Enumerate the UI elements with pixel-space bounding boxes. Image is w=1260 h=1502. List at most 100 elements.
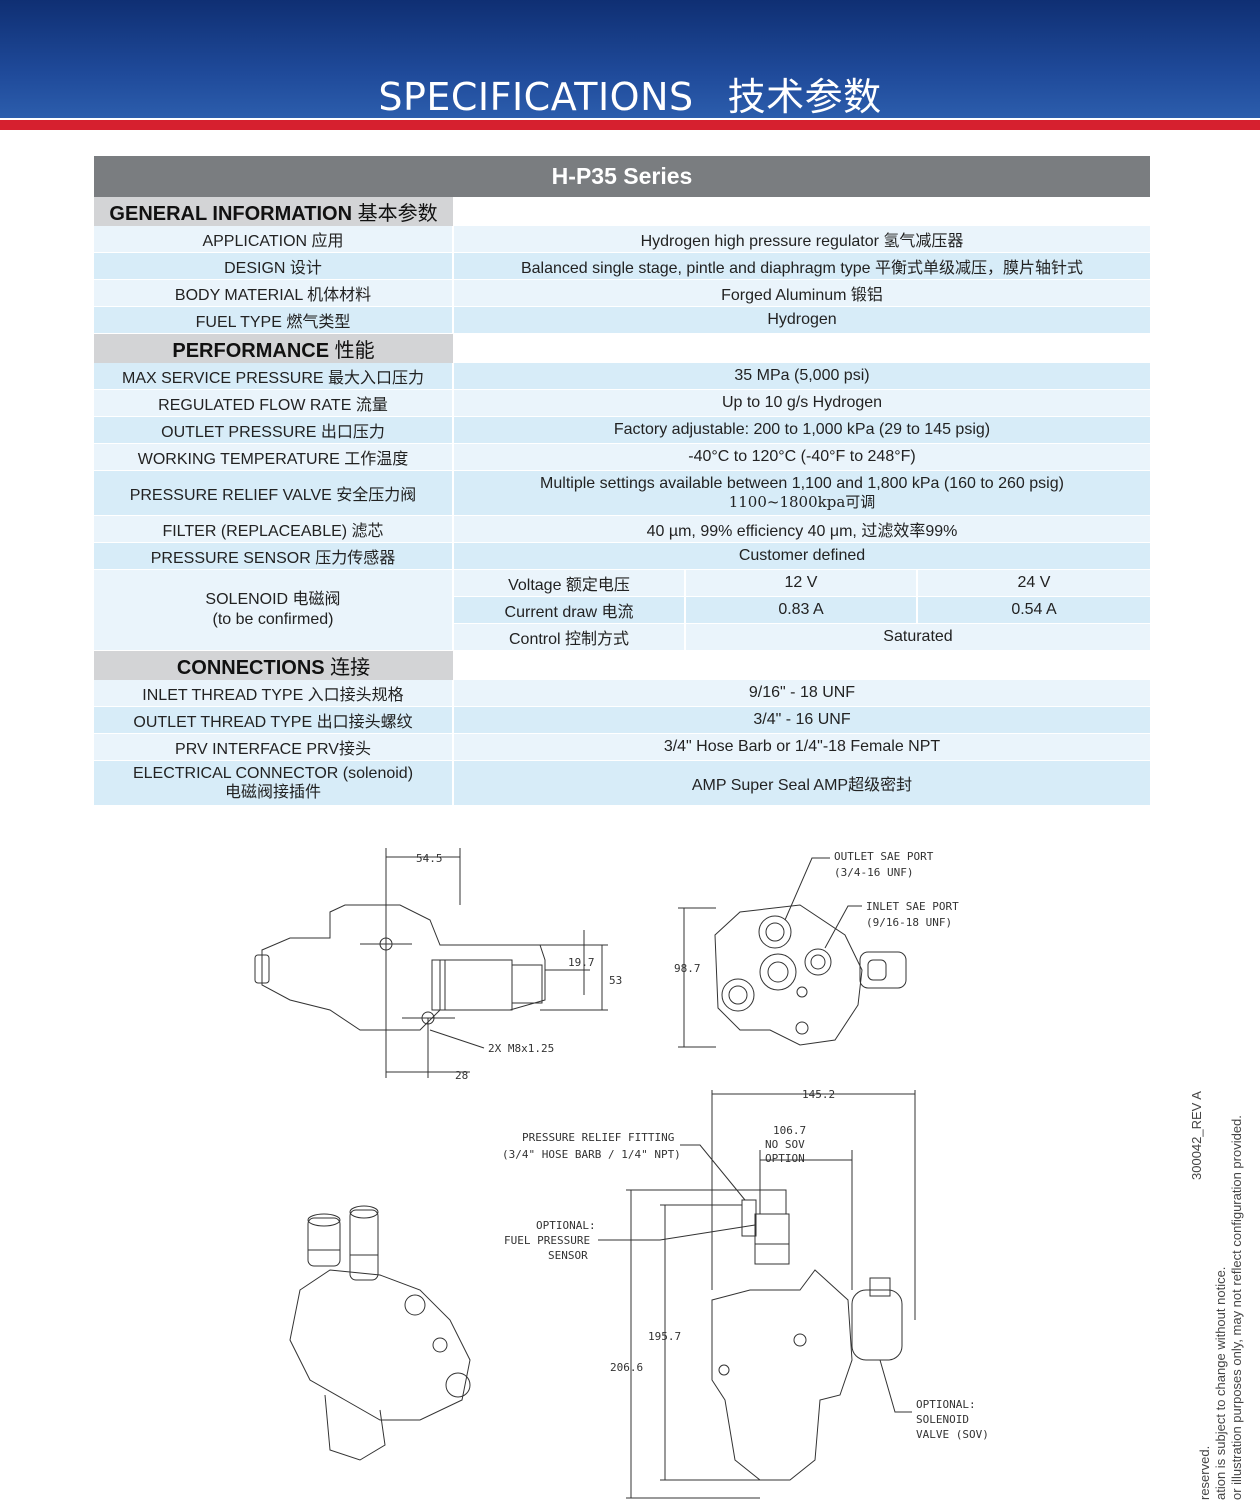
row-value: Up to 10 g/s Hydrogen: [453, 389, 1150, 417]
section-spacer: [453, 333, 1150, 363]
row-value: Customer defined: [453, 542, 1150, 570]
page-title: SPECIFICATIONS 技术参数: [0, 66, 1260, 121]
row-label: BODY MATERIAL 机体材料: [94, 279, 454, 307]
row-label: PRV INTERFACE PRV接头: [94, 733, 454, 761]
label-sov-1: OPTIONAL:: [916, 1398, 976, 1411]
current-label: Current draw 电流: [453, 596, 686, 624]
row-value: Factory adjustable: 200 to 1,000 kPa (29…: [453, 416, 1150, 444]
row-value: -40°C to 120°C (-40°F to 248°F): [453, 443, 1150, 471]
disclaimer-line-2: ation is subject to change without notic…: [1213, 1267, 1228, 1500]
row-value: Forged Aluminum 锻铝: [453, 279, 1150, 307]
current-24v: 0.54 A: [917, 596, 1150, 624]
label-sensor-3: SENSOR: [548, 1249, 588, 1262]
row-label: OUTLET THREAD TYPE 出口接头螺纹: [94, 706, 454, 734]
table-row: Current draw 电流 0.83 A 0.54 A: [94, 596, 1150, 624]
row-label: APPLICATION 应用: [94, 226, 454, 253]
section-performance-en: PERFORMANCE: [172, 340, 330, 362]
dim-19-7: 19.7: [568, 956, 595, 969]
electrical-label-2: 电磁阀接插件: [224, 784, 321, 801]
label-sov-3: VALVE (SOV): [916, 1428, 989, 1441]
control-label: Control 控制方式: [453, 623, 686, 651]
row-value: 40 µm, 99% efficiency 40 μm, 过滤效率99%: [453, 515, 1150, 543]
section-performance-cn: 性能: [334, 340, 375, 362]
row-label: OUTLET PRESSURE 出口压力: [94, 416, 454, 444]
header-red-stripe: [0, 118, 1260, 130]
table-row: Control 控制方式 Saturated: [94, 623, 1150, 651]
section-general: GENERAL INFORMATION 基本参数: [94, 197, 453, 226]
current-12v: 0.83 A: [685, 596, 918, 624]
label-sensor-2: FUEL PRESSURE: [504, 1234, 590, 1247]
front-view-drawing: [678, 857, 907, 1048]
section-connections-cn: 连接: [330, 657, 371, 679]
voltage-label: Voltage 额定电压: [453, 569, 686, 597]
dim-54-5: 54.5: [416, 852, 443, 865]
page-title-cn: 技术参数: [727, 75, 882, 119]
dim-106-7-2: NO SOV: [765, 1138, 805, 1151]
dim-98-7: 98.7: [674, 962, 701, 975]
side-notes: 300042_REV A or illustration purposes on…: [1189, 1091, 1244, 1500]
isometric-view-drawing: [289, 1205, 471, 1461]
side-view-dims: 54.5 19.7 53 2X M8x1.25 28: [416, 852, 622, 1082]
row-label: PRESSURE SENSOR 压力传感器: [94, 542, 454, 570]
row-label: INLET THREAD TYPE 入口接头规格: [94, 680, 454, 707]
label-inlet-port-2: (9/16-18 UNF): [866, 916, 952, 929]
row-label: FILTER (REPLACEABLE) 滤芯: [94, 515, 454, 543]
dim-106-7-1: 106.7: [773, 1124, 806, 1137]
row-label: DESIGN 设计: [94, 252, 454, 280]
table-row: SOLENOID 电磁阀 (to be confirmed) Voltage 额定…: [94, 569, 1150, 651]
table-row: ELECTRICAL CONNECTOR (solenoid)电磁阀接插件 AM…: [94, 760, 1150, 806]
section-performance: PERFORMANCE 性能: [94, 333, 453, 363]
dim-2x-m8: 2X M8x1.25: [488, 1042, 554, 1055]
section-general-cn: 基本参数: [357, 203, 438, 225]
section-connections-en: CONNECTIONS: [176, 657, 325, 679]
row-value: Balanced single stage, pintle and diaphr…: [453, 252, 1150, 280]
disclaimer-line-1: or illustration purposes only, may not r…: [1229, 1115, 1244, 1500]
control-value: Saturated: [685, 623, 1150, 651]
voltage-24v: 24 V: [917, 569, 1150, 597]
table-row: PRESSURE RELIEF VALVE 安全压力阀 Multiple set…: [94, 470, 1150, 516]
side-view-drawing: [254, 848, 608, 1078]
row-value: Hydrogen high pressure regulator 氢气减压器: [453, 226, 1150, 253]
technical-drawings: 54.5 19.7 53 2X M8x1.25 28 98.7 OUTLET S…: [254, 848, 989, 1499]
section-spacer: [453, 650, 1150, 680]
page-title-en: SPECIFICATIONS: [378, 75, 694, 119]
dim-53: 53: [609, 974, 622, 987]
label-prv-fitting-2: (3/4" HOSE BARB / 1/4" NPT): [502, 1148, 681, 1161]
section-spacer: [453, 197, 1150, 226]
row-label: PRESSURE RELIEF VALVE 安全压力阀: [94, 470, 454, 516]
row-label: MAX SERVICE PRESSURE 最大入口压力: [94, 363, 454, 390]
dim-106-7-3: OPTION: [765, 1152, 805, 1165]
elevation-view-labels: 145.2 106.7 NO SOV OPTION PRESSURE RELIE…: [502, 1088, 989, 1441]
label-sov-2: SOLENOID: [916, 1413, 969, 1426]
row-value: 3/4" - 16 UNF: [453, 706, 1150, 734]
spec-table: H-P35 Series GENERAL INFORMATION 基本参数 AP…: [94, 156, 1150, 806]
row-value: AMP Super Seal AMP超级密封: [453, 760, 1150, 806]
solenoid-label-2: (to be confirmed): [212, 611, 334, 628]
row-label: WORKING TEMPERATURE 工作温度: [94, 443, 454, 471]
dim-28: 28: [455, 1069, 468, 1082]
row-value: Hydrogen: [453, 306, 1150, 334]
row-value: 3/4" Hose Barb or 1/4"-18 Female NPT: [453, 733, 1150, 761]
label-inlet-port-1: INLET SAE PORT: [866, 900, 959, 913]
dim-145-2: 145.2: [802, 1088, 835, 1101]
front-view-labels: 98.7 OUTLET SAE PORT (3/4-16 UNF) INLET …: [674, 850, 959, 975]
label-prv-fitting-1: PRESSURE RELIEF FITTING: [522, 1131, 674, 1144]
label-outlet-port-1: OUTLET SAE PORT: [834, 850, 934, 863]
prv-value-en: Multiple settings available between 1,10…: [540, 475, 1064, 492]
doc-id: 300042_REV A: [1189, 1091, 1204, 1180]
section-general-en: GENERAL INFORMATION: [109, 203, 353, 225]
row-label: REGULATED FLOW RATE 流量: [94, 389, 454, 417]
solenoid-label-1: SOLENOID 电磁阀: [205, 591, 341, 608]
prv-value-cn: 1100~1800kpa可调: [728, 493, 876, 511]
row-value: Multiple settings available between 1,10…: [453, 470, 1150, 516]
label-sensor-1: OPTIONAL:: [536, 1219, 596, 1232]
row-label: ELECTRICAL CONNECTOR (solenoid)电磁阀接插件: [94, 760, 454, 806]
